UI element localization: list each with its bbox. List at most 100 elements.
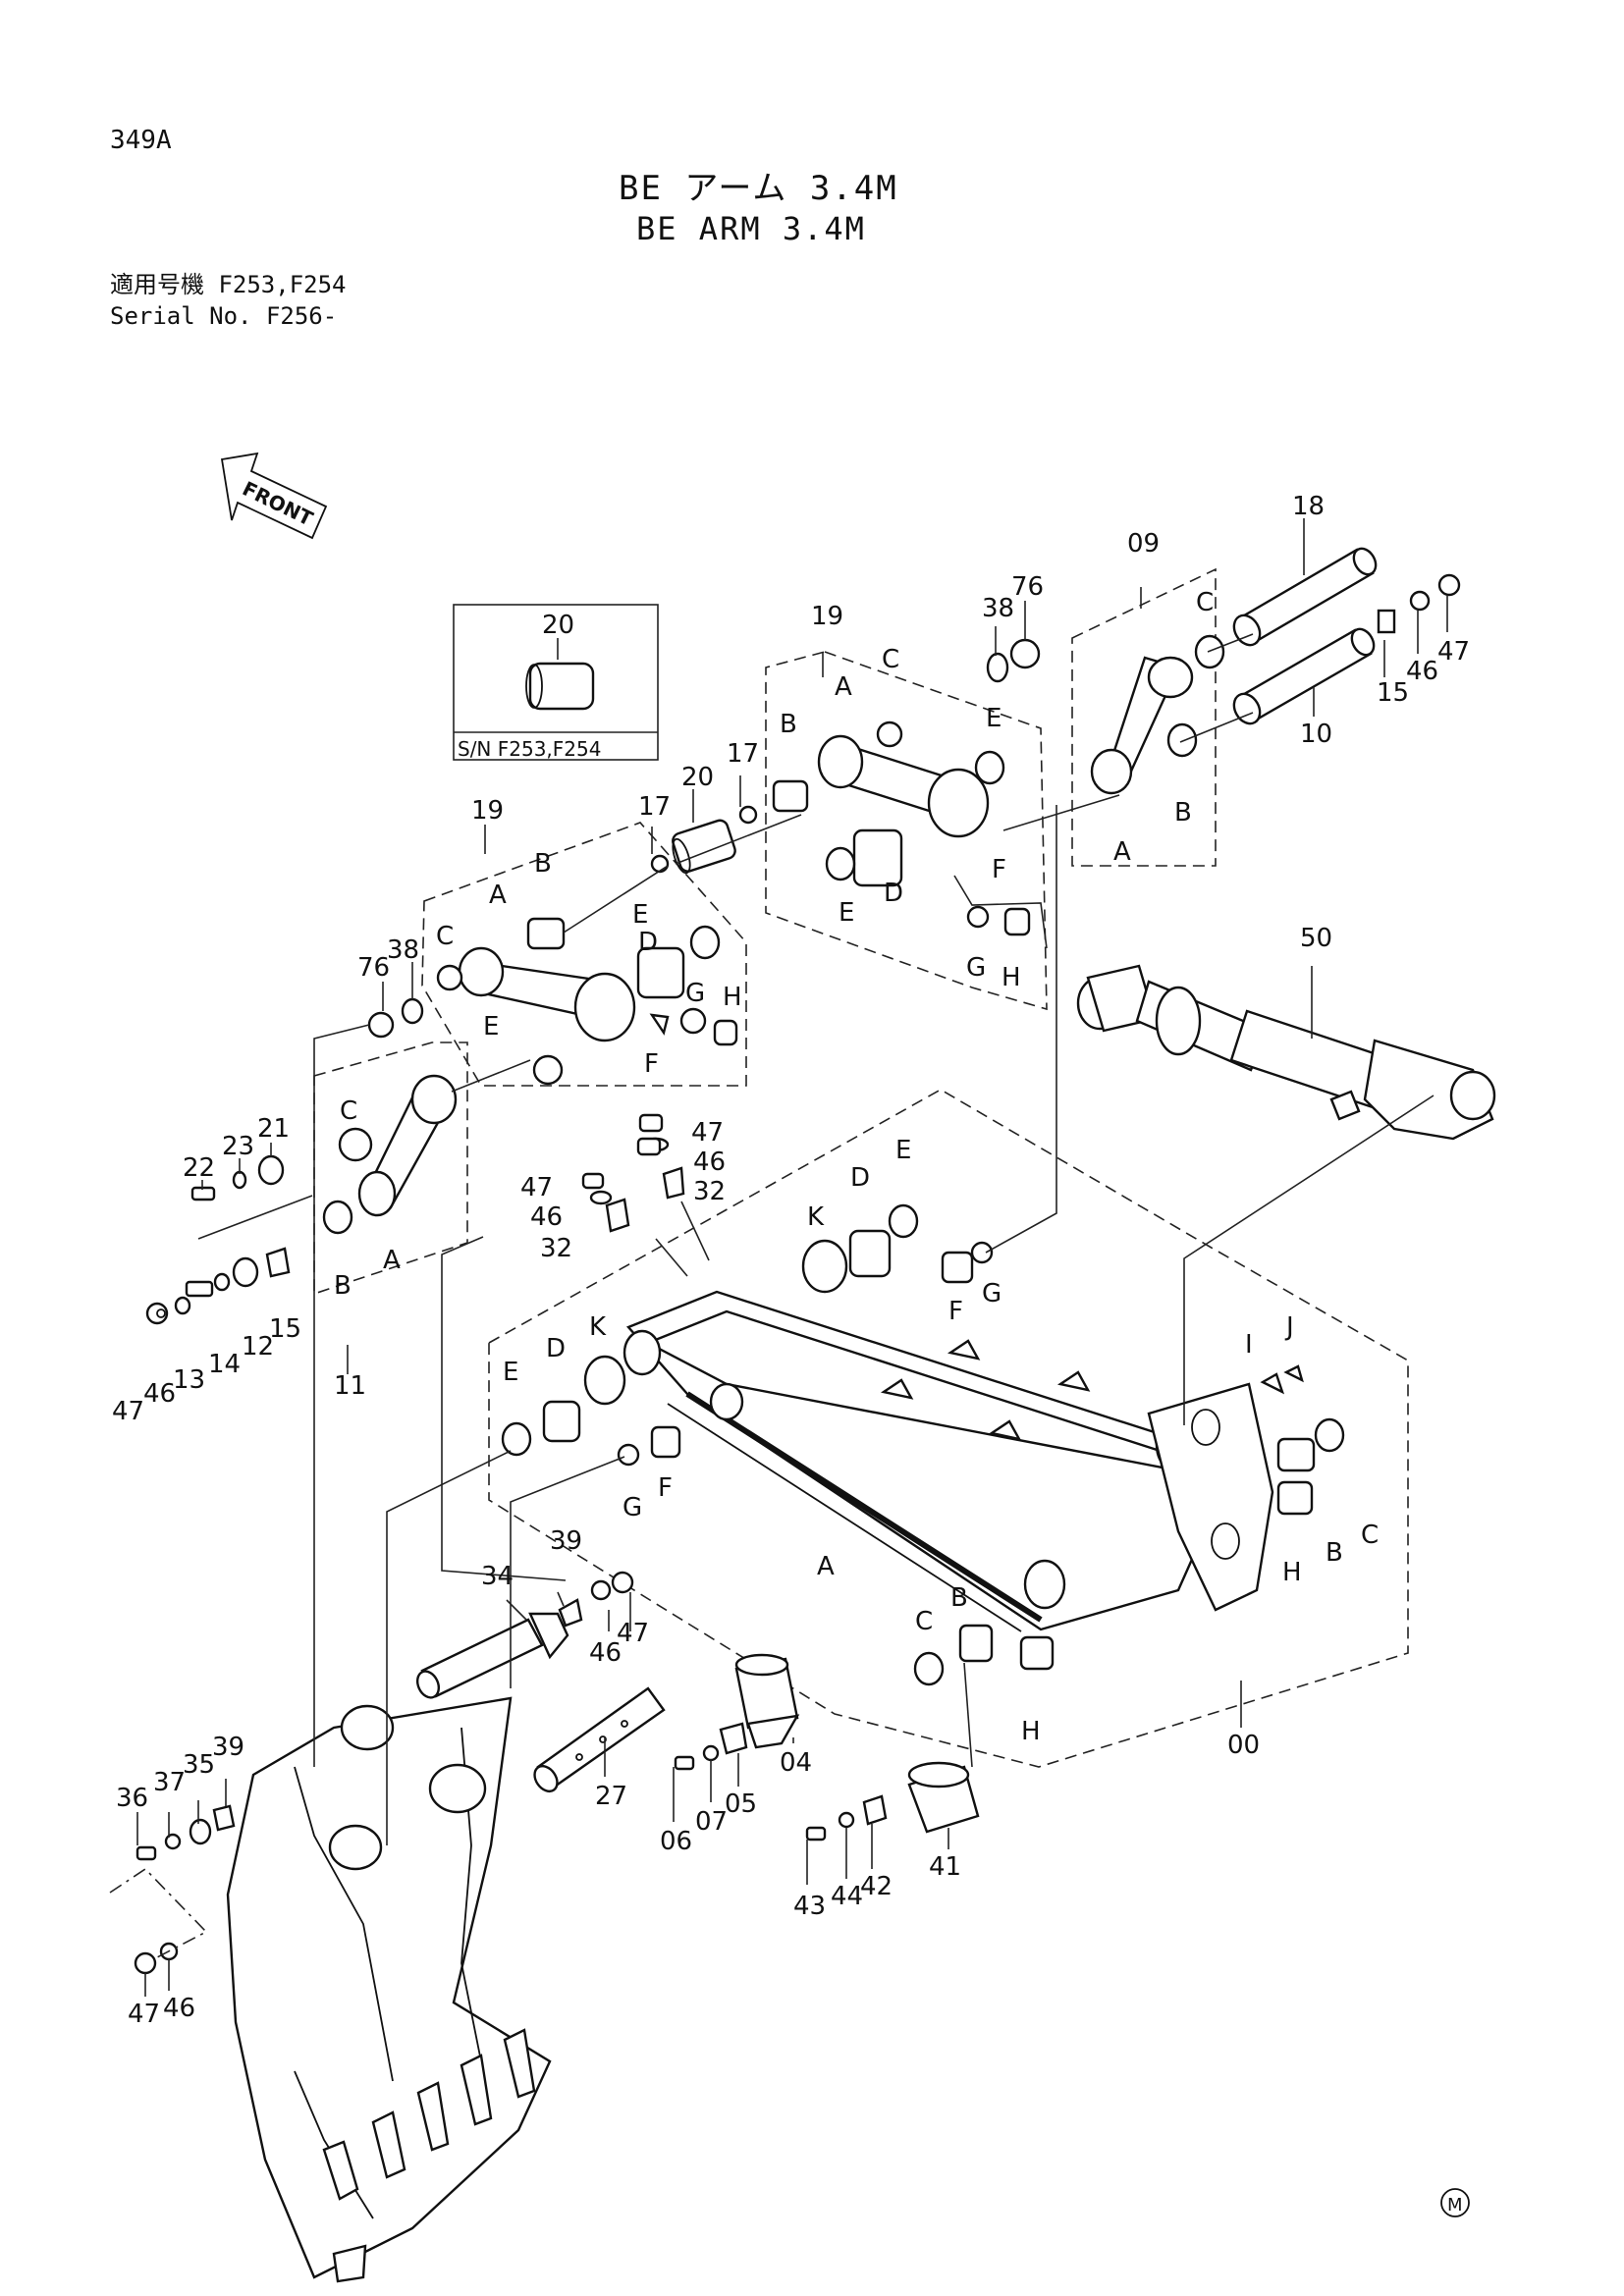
ref-letter-g: G (966, 953, 986, 983)
ref-letter-e: E (839, 898, 854, 928)
ref-letter-a: A (383, 1246, 401, 1275)
ref-letter-c: C (436, 922, 454, 951)
ref-letter-a: A (1113, 837, 1131, 867)
ref-letter-a: A (489, 881, 507, 910)
part-label-17: 17 (727, 739, 759, 769)
part-label-18: 18 (1292, 492, 1325, 521)
ref-letter-a: A (817, 1552, 835, 1581)
link-09 (1090, 634, 1225, 795)
group-11-boundary (313, 1041, 468, 1296)
part-label-47: 47 (1437, 637, 1470, 667)
bucket (226, 1696, 552, 2283)
part-label-47: 47 (128, 2000, 160, 2029)
ref-letter-c: C (882, 645, 899, 674)
pin-41-icon (907, 1761, 980, 1834)
part-label-34: 34 (481, 1562, 514, 1591)
grease-nipple-icon (265, 1247, 291, 1278)
ref-letter-e: E (895, 1136, 911, 1165)
o-ring-icon (738, 805, 758, 825)
part-label-46: 46 (530, 1202, 563, 1232)
group-19-upper-boundary (765, 651, 1048, 1011)
title-english: BE ARM 3.4M (636, 210, 866, 247)
ref-letter-b: B (1174, 798, 1192, 828)
part-label-32: 32 (693, 1177, 726, 1206)
part-label-76: 76 (357, 953, 390, 983)
ref-letter-k: K (807, 1202, 825, 1232)
group-00-boundary (488, 1089, 1409, 1768)
part-label-47: 47 (112, 1397, 144, 1426)
part-label-12: 12 (242, 1332, 274, 1362)
pin-10-icon (1232, 627, 1376, 725)
washer-icon (164, 1833, 182, 1850)
ref-letter-h: H (1001, 963, 1021, 992)
ref-letter-e: E (632, 900, 648, 930)
ref-letter-c: C (340, 1096, 357, 1126)
ref-letter-e: E (503, 1358, 518, 1387)
bolt-icon (135, 1845, 157, 1861)
washer-icon (702, 1744, 720, 1762)
part-label-47: 47 (520, 1173, 553, 1202)
group-19-lower-boundary (421, 822, 747, 1087)
leader-lines (197, 633, 1435, 1845)
ref-letter-d: D (546, 1334, 566, 1363)
bucket-cylinder-50 (1076, 964, 1496, 1141)
ref-letter-i: I (1245, 1330, 1253, 1360)
grease-nipple-icon (212, 1804, 236, 1832)
m-mark-icon: M (1440, 2188, 1470, 2217)
ref-letter-b: B (1326, 1538, 1343, 1568)
arm-bushings (501, 1203, 1345, 1686)
part-label-42: 42 (860, 1872, 893, 1901)
part-label-50: 50 (1300, 924, 1332, 953)
part-label-46: 46 (693, 1148, 726, 1177)
part-label-37: 37 (153, 1768, 186, 1797)
ref-letter-a: A (835, 672, 852, 702)
part-label-32: 32 (540, 1234, 572, 1263)
washer-icon (189, 1818, 212, 1845)
ref-letter-c: C (915, 1607, 933, 1636)
arm-body (623, 1290, 1274, 1632)
bolt-icon (805, 1826, 827, 1842)
cap-icon (611, 1571, 634, 1594)
part-label-46: 46 (1406, 657, 1438, 686)
washer-icon (174, 1296, 191, 1315)
bushing-icon (257, 1154, 285, 1186)
bushing-icon (232, 1256, 259, 1288)
part-label-04: 04 (780, 1748, 812, 1778)
pin-34-icon (415, 1612, 569, 1699)
part-label-05: 05 (725, 1789, 757, 1819)
pin-18-icon (1232, 547, 1378, 647)
serial-number-line: Serial No. F256- (110, 302, 338, 330)
ref-letter-d: D (850, 1163, 870, 1193)
ref-letter-c: C (1361, 1521, 1379, 1550)
ref-letter-h: H (723, 983, 742, 1012)
part-label-76: 76 (1011, 572, 1044, 602)
ref-letter-f: F (658, 1473, 673, 1503)
part-label-47: 47 (617, 1619, 649, 1648)
group-09-label: 09 (1127, 529, 1160, 559)
inset-part-label: 20 (542, 611, 574, 640)
part-label-43: 43 (793, 1892, 826, 1921)
ref-letter-b: B (534, 849, 552, 879)
bushing-20-icon (672, 819, 736, 875)
part-label-35: 35 (183, 1750, 215, 1780)
part-label-44: 44 (831, 1882, 863, 1911)
ref-letter-f: F (644, 1049, 659, 1079)
part-label-22: 22 (183, 1153, 215, 1183)
serial-applicable-ja: 適用号機 F253,F254 (110, 271, 347, 298)
bolt-icon (674, 1755, 695, 1771)
ref-letter-g: G (982, 1279, 1001, 1308)
upper-link-19 (772, 638, 1048, 949)
part-label-38: 38 (387, 935, 419, 965)
part-label-47: 47 (691, 1118, 724, 1148)
part-label-41: 41 (929, 1852, 961, 1882)
ref-letter-b: B (780, 710, 797, 739)
washer-icon (1409, 590, 1431, 612)
page-code: 349A (110, 126, 172, 155)
lower-link-19 (367, 917, 738, 1086)
ref-letter-d: D (638, 928, 658, 957)
part-label-36: 36 (116, 1784, 148, 1813)
ref-letter-j: J (1284, 1312, 1294, 1342)
part-label-13: 13 (173, 1365, 205, 1395)
pin-27-icon (533, 1686, 666, 1793)
